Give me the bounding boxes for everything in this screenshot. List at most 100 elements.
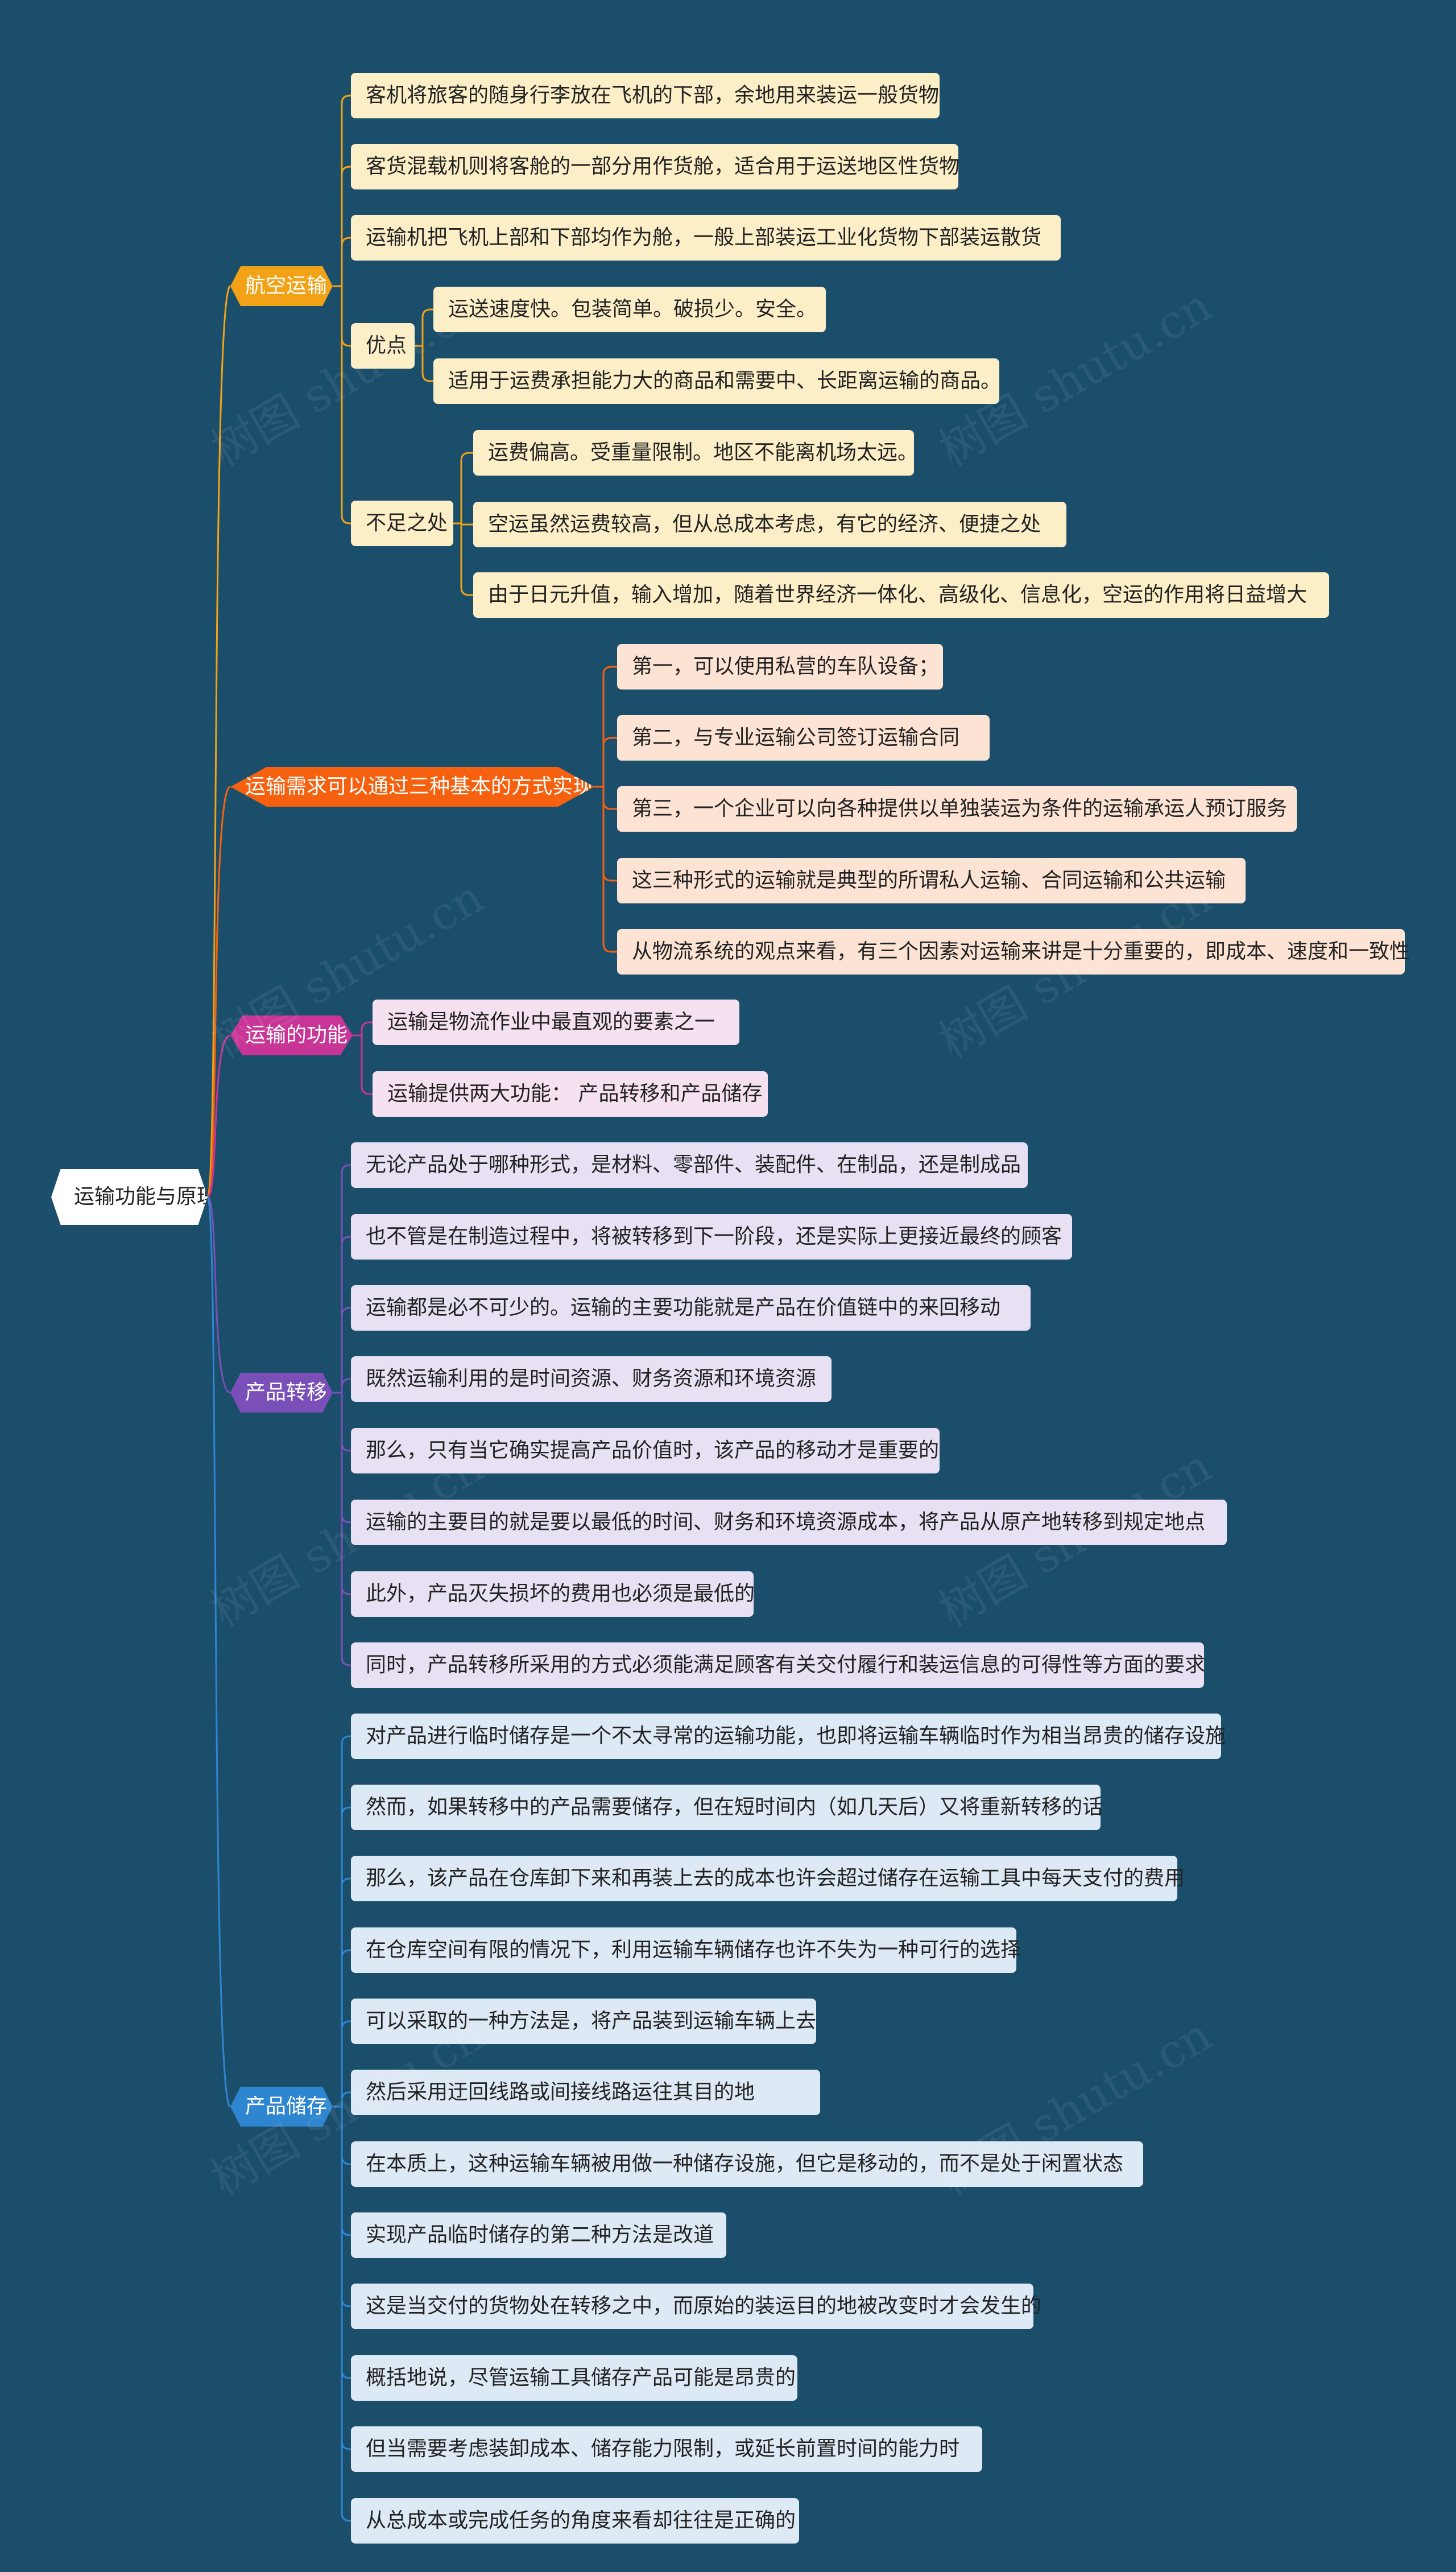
leaf-link-demand-1 [594, 737, 617, 788]
subtopic-air-3[interactable]: 优点 [351, 323, 415, 369]
leaf-transfer-1[interactable]: 也不管是在制造过程中，将被转移到下一阶段，还是实际上更接近最终的顾客 [351, 1214, 1072, 1260]
leaf-storage-2[interactable]: 那么，该产品在仓库卸下来和再装上去的成本也许会超过储存在运输工具中每天支付的费用 [351, 1856, 1185, 1901]
branch-link-storage [206, 1196, 231, 2108]
leaf-storage-10[interactable]: 但当需要考虑装卸成本、储存能力限制，或延长前置时间的能力时 [351, 2426, 982, 2472]
leaf-storage-8[interactable]: 这是当交付的货物处在转移之中，而原始的装运目的地被改变时才会发生的 [351, 2284, 1041, 2329]
leaf-air-1[interactable]: 客货混载机则将客舱的一部分用作货舱，适合用于运送地区性货物 [351, 144, 959, 189]
leaf-demand-3[interactable]: 这三种形式的运输就是典型的所谓私人运输、合同运输和公共运输 [617, 858, 1246, 903]
leaf-transfer-6-label: 此外，产品灭失损坏的费用也必须是最低的 [366, 1582, 755, 1605]
leaf-link-air-2 [333, 237, 351, 287]
leaf-air-3-1[interactable]: 适用于运费承担能力大的商品和需要中、长距离运输的商品。 [433, 358, 1001, 404]
leaf-link-storage-5 [333, 2091, 351, 2108]
leaf-storage-8-label: 这是当交付的货物处在转移之中，而原始的装运目的地被改变时才会发生的 [366, 2294, 1042, 2318]
leaf-transfer-6[interactable]: 此外，产品灭失损坏的费用也必须是最低的 [351, 1571, 755, 1617]
root-topic[interactable]: 运输功能与原理 [51, 1169, 208, 1225]
leaf-storage-7-label: 实现产品临时储存的第二种方法是改道 [366, 2223, 714, 2247]
leaf-storage-11[interactable]: 从总成本或完成任务的角度来看却往往是正确的 [351, 2498, 799, 2544]
branch-demand[interactable]: 运输需求可以通过三种基本的方式实现 [230, 767, 594, 807]
root-topic-label: 运输功能与原理 [74, 1185, 218, 1208]
leaf-link-air-1 [333, 166, 351, 287]
leaf-link-transfer-7 [333, 1392, 351, 1666]
leaf-transfer-5-label: 运输的主要目的就是要以最低的时间、财务和环境资源成本，将产品从原产地转移到规定地… [366, 1510, 1206, 1534]
leaf-storage-3-label: 在仓库空间有限的情况下，利用运输车辆储存也许不失为一种可行的选择 [366, 1938, 1021, 1962]
leaf-storage-10-label: 但当需要考虑装卸成本、储存能力限制，或延长前置时间的能力时 [366, 2437, 960, 2460]
leaf-storage-1[interactable]: 然而，如果转移中的产品需要储存，但在短时间内（如几天后）又将重新转移的话 [351, 1785, 1103, 1830]
leaf-demand-0[interactable]: 第一，可以使用私营的车队设备； [617, 644, 943, 690]
leaf-transfer-0-label: 无论产品处于哪种形式，是材料、零部件、装配件、在制品，还是制成品 [366, 1153, 1021, 1176]
leaf-function-0-label: 运输是物流作业中最直观的要素之一 [387, 1010, 715, 1034]
sub-link-air-4-0 [453, 452, 473, 525]
sub-link-air-4-2 [453, 522, 473, 596]
leaf-air-2[interactable]: 运输机把飞机上部和下部均作为舱，一般上部装运工业化货物下部装运散货 [351, 215, 1061, 261]
leaf-storage-0-label: 对产品进行临时储存是一个不太寻常的运输功能，也即将运输车辆临时作为相当昂贵的储存… [366, 1724, 1226, 1748]
branch-storage[interactable]: 产品储存 [230, 2087, 333, 2127]
leaf-storage-6[interactable]: 在本质上，这种运输车辆被用做一种储存设施，但它是移动的，而不是处于闲置状态 [351, 2141, 1143, 2187]
leaf-link-transfer-0 [333, 1164, 351, 1394]
leaf-transfer-3-label: 既然运输利用的是时间资源、财务资源和环境资源 [366, 1367, 817, 1390]
leaf-transfer-2-label: 运输都是必不可少的。运输的主要功能就是产品在价值链中的来回移动 [366, 1296, 1001, 1319]
leaf-link-air-4 [333, 285, 351, 525]
leaf-air-4-2[interactable]: 由于日元升值，输入增加，随着世界经济一体化、高级化、信息化，空运的作用将日益增大 [473, 572, 1329, 618]
leaf-link-storage-1 [333, 1806, 351, 2108]
leaf-link-demand-2 [594, 786, 617, 810]
subtopic-air-4[interactable]: 不足之处 [351, 501, 453, 546]
leaf-link-function-1 [353, 1034, 373, 1095]
leaf-transfer-7[interactable]: 同时，产品转移所采用的方式必须能满足顾客有关交付履行和装运信息的可得性等方面的要… [351, 1642, 1206, 1688]
leaf-demand-2[interactable]: 第三，一个企业可以向各种提供以单独装运为条件的运输承运人预订服务 [617, 786, 1297, 832]
leaf-function-1-label: 运输提供两大功能： 产品转移和产品储存 [387, 1082, 763, 1105]
leaf-air-3-0-label: 运送速度快。包装简单。破损少。安全。 [448, 298, 817, 321]
leaf-transfer-1-label: 也不管是在制造过程中，将被转移到下一阶段，还是实际上更接近最终的顾客 [366, 1225, 1062, 1248]
leaf-link-transfer-2 [333, 1307, 351, 1394]
leaf-transfer-0[interactable]: 无论产品处于哪种形式，是材料、零部件、装配件、在制品，还是制成品 [351, 1142, 1028, 1188]
leaf-storage-4[interactable]: 可以采取的一种方法是，将产品装到运输车辆上去 [351, 1999, 816, 2044]
branch-link-transfer [206, 1196, 231, 1394]
leaf-air-4-1[interactable]: 空运虽然运费较高，但从总成本考虑，有它的经济、便捷之处 [473, 502, 1066, 547]
sub-link-air-3-0 [415, 308, 433, 347]
branch-transfer-label: 产品转移 [245, 1381, 328, 1404]
branch-link-function [206, 1034, 231, 1198]
branch-air-label: 航空运输 [245, 274, 328, 298]
leaf-air-4-2-label: 由于日元升值，输入增加，随着世界经济一体化、高级化、信息化，空运的作用将日益增大 [488, 583, 1308, 606]
leaf-transfer-7-label: 同时，产品转移所采用的方式必须能满足顾客有关交付履行和装运信息的可得性等方面的要… [366, 1653, 1206, 1677]
leaf-transfer-3[interactable]: 既然运输利用的是时间资源、财务资源和环境资源 [351, 1356, 832, 1402]
branch-link-demand [206, 786, 231, 1198]
leaf-link-storage-4 [333, 2020, 351, 2108]
branch-function[interactable]: 运输的功能 [230, 1015, 353, 1055]
branch-air[interactable]: 航空运输 [230, 266, 333, 306]
branch-transfer[interactable]: 产品转移 [230, 1373, 333, 1413]
leaf-air-4-0[interactable]: 运费偏高。受重量限制。地区不能离机场太远。 [473, 430, 918, 476]
leaf-demand-1-label: 第二，与专业运输公司签订运输合同 [632, 726, 960, 749]
leaf-function-1[interactable]: 运输提供两大功能： 产品转移和产品储存 [373, 1071, 768, 1117]
leaf-function-0[interactable]: 运输是物流作业中最直观的要素之一 [373, 1000, 739, 1045]
leaf-link-demand-4 [594, 786, 617, 953]
leaf-storage-7[interactable]: 实现产品临时储存的第二种方法是改道 [351, 2212, 726, 2258]
leaf-demand-4[interactable]: 从物流系统的观点来看，有三个因素对运输来讲是十分重要的，即成本、速度和一致性 [617, 929, 1410, 975]
leaf-link-demand-0 [594, 666, 617, 788]
leaf-storage-1-label: 然而，如果转移中的产品需要储存，但在短时间内（如几天后）又将重新转移的话 [366, 1795, 1103, 1819]
leaf-transfer-5[interactable]: 运输的主要目的就是要以最低的时间、财务和环境资源成本，将产品从原产地转移到规定地… [351, 1500, 1227, 1545]
branch-storage-label: 产品储存 [245, 2095, 328, 2118]
leaf-demand-1[interactable]: 第二，与专业运输公司签订运输合同 [617, 715, 990, 761]
sub-link-air-3-1 [415, 345, 433, 382]
leaf-storage-3[interactable]: 在仓库空间有限的情况下，利用运输车辆储存也许不失为一种可行的选择 [351, 1927, 1021, 1973]
leaf-demand-4-label: 从物流系统的观点来看，有三个因素对运输来讲是十分重要的，即成本、速度和一致性 [632, 940, 1410, 963]
leaf-link-function-0 [353, 1021, 373, 1037]
leaf-air-4-0-label: 运费偏高。受重量限制。地区不能离机场太远。 [488, 441, 919, 464]
subtopic-air-4-label: 不足之处 [366, 511, 448, 535]
leaf-storage-4-label: 可以采取的一种方法是，将产品装到运输车辆上去 [366, 2009, 817, 2033]
leaf-air-0-label: 客机将旅客的随身行李放在飞机的下部，余地用来装运一般货物 [366, 84, 940, 107]
leaf-transfer-4[interactable]: 那么，只有当它确实提高产品价值时，该产品的移动才是重要的 [351, 1428, 940, 1473]
leaf-air-3-0[interactable]: 运送速度快。包装简单。破损少。安全。 [433, 287, 826, 332]
branch-link-air [206, 285, 231, 1198]
leaf-storage-9-label: 概括地说，尽管运输工具储存产品可能是昂贵的 [366, 2366, 796, 2389]
leaf-link-storage-0 [333, 1735, 351, 2108]
leaf-air-2-label: 运输机把飞机上部和下部均作为舱，一般上部装运工业化货物下部装运散货 [366, 226, 1042, 249]
leaf-storage-5[interactable]: 然后采用迂回线路或间接线路运往其目的地 [351, 2070, 820, 2115]
subtopic-air-3-label: 优点 [366, 334, 407, 357]
leaf-storage-9[interactable]: 概括地说，尽管运输工具储存产品可能是昂贵的 [351, 2355, 797, 2401]
leaf-storage-0[interactable]: 对产品进行临时储存是一个不太寻常的运输功能，也即将运输车辆临时作为相当昂贵的储存… [351, 1714, 1226, 1759]
leaf-demand-0-label: 第一，可以使用私营的车队设备； [632, 655, 940, 678]
leaf-transfer-2[interactable]: 运输都是必不可少的。运输的主要功能就是产品在价值链中的来回移动 [351, 1285, 1031, 1331]
leaf-air-0[interactable]: 客机将旅客的随身行李放在飞机的下部，余地用来装运一般货物 [351, 73, 940, 118]
